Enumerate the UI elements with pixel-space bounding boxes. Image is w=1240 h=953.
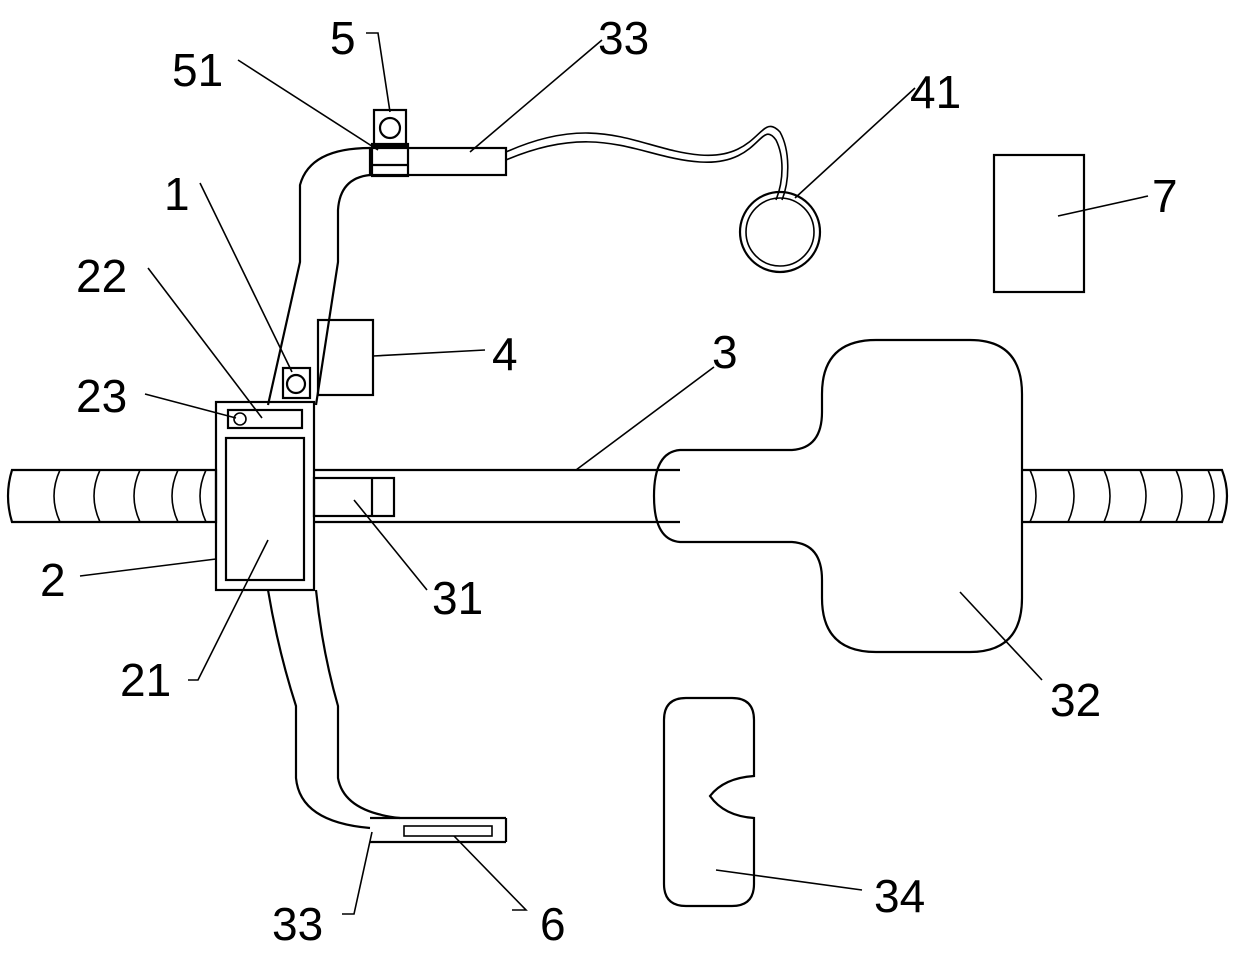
- label-6: 6: [540, 898, 566, 950]
- display-21: [226, 438, 304, 580]
- label-21: 21: [120, 654, 171, 706]
- corrugated-tube-left: [8, 470, 216, 522]
- plate-6: [404, 826, 492, 836]
- control-unit-2: [216, 402, 314, 590]
- sensor-5: [374, 110, 406, 146]
- label-2: 2: [40, 554, 66, 606]
- connector-31: [314, 478, 394, 516]
- label-23: 23: [76, 370, 127, 422]
- ring-41: [740, 192, 820, 272]
- label-7: 7: [1152, 170, 1178, 222]
- label-1: 1: [164, 168, 190, 220]
- label-51: 51: [172, 44, 223, 96]
- label-33-bottom: 33: [272, 898, 323, 950]
- label-34: 34: [874, 870, 925, 922]
- label-5: 5: [330, 12, 356, 64]
- label-4: 4: [492, 328, 518, 380]
- leader-lines: [80, 33, 1148, 914]
- corrugated-tube-right: [1022, 470, 1227, 522]
- button-23: [234, 413, 246, 425]
- mask-cushion: [654, 340, 1022, 652]
- cable: [506, 126, 788, 200]
- reference-labels: 5 51 33 41 7 1 22 4 3 23 2 31 21 32 34 3…: [40, 12, 1178, 950]
- label-33-top: 33: [598, 12, 649, 64]
- strap-end-top: [370, 148, 506, 175]
- unit-7: [994, 155, 1084, 292]
- label-32: 32: [1050, 674, 1101, 726]
- label-31: 31: [432, 572, 483, 624]
- sensor-1: [283, 368, 310, 398]
- label-3: 3: [712, 326, 738, 378]
- strap-end-bottom: [370, 818, 506, 842]
- holder-pad: [664, 698, 754, 906]
- label-41: 41: [910, 66, 961, 118]
- label-22: 22: [76, 250, 127, 302]
- headband: [268, 148, 400, 828]
